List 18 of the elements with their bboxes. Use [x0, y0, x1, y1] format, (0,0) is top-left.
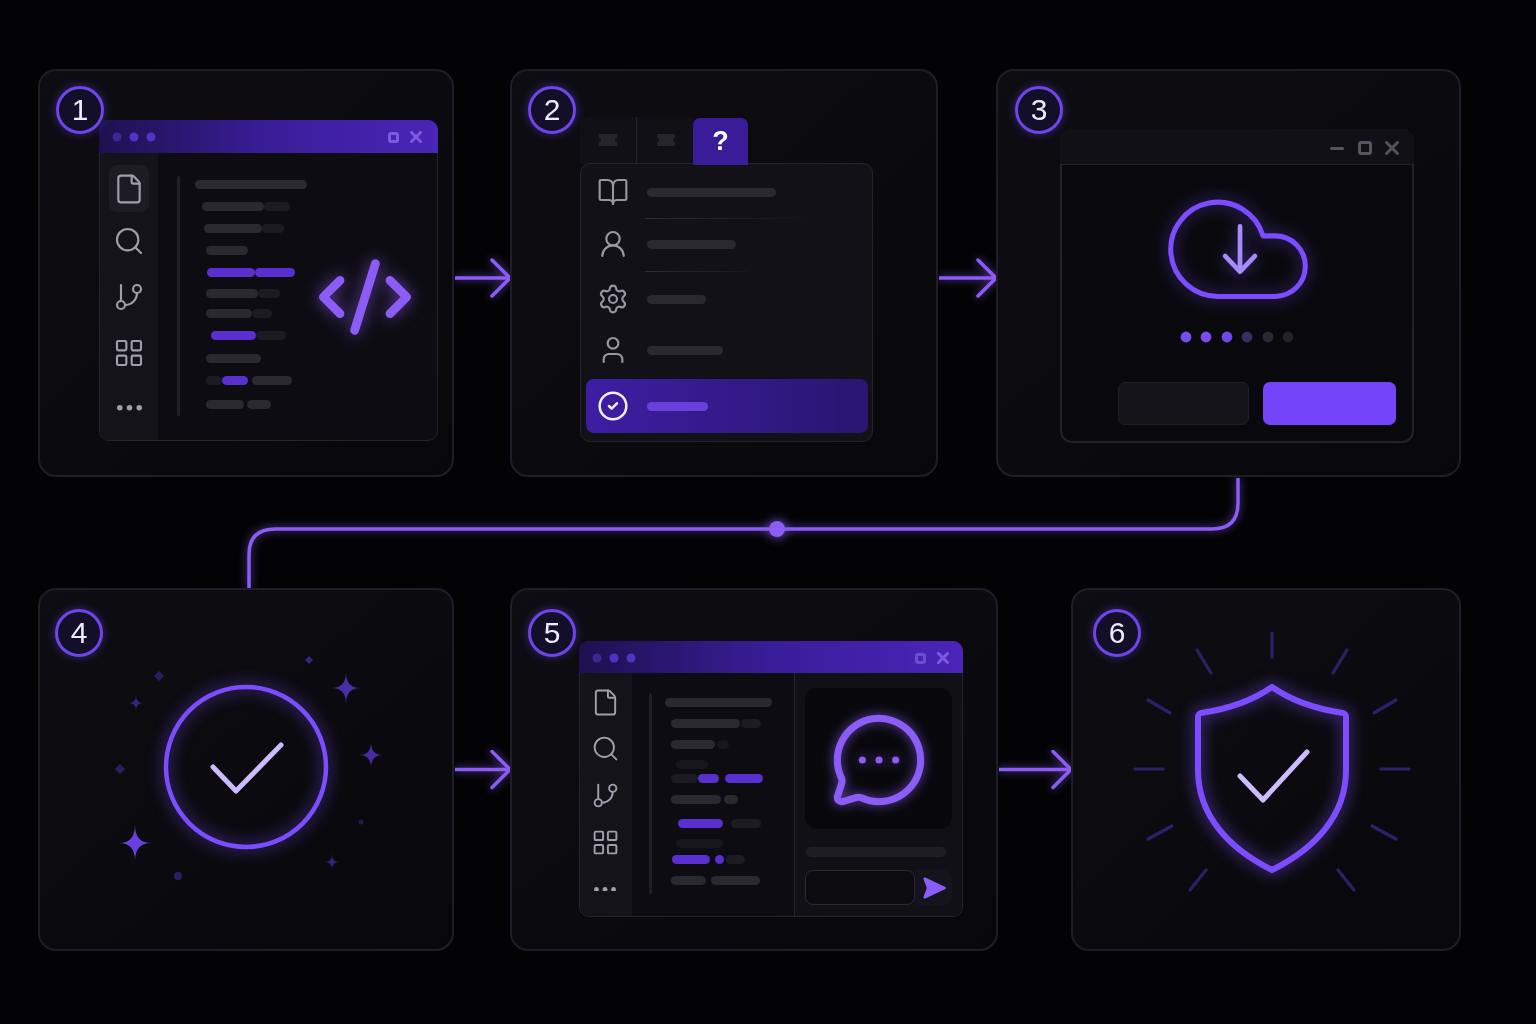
arrow — [939, 258, 998, 298]
help-tab: ? — [693, 118, 748, 165]
step-number-badge: 1 — [56, 86, 104, 134]
step-panel — [996, 69, 1461, 477]
step-number-badge: 5 — [528, 609, 576, 657]
arrow — [999, 749, 1073, 790]
connector-line — [247, 478, 1240, 588]
arrow — [455, 258, 512, 298]
step-number-badge: 6 — [1093, 609, 1141, 657]
arrow — [455, 749, 512, 790]
step-panel — [1071, 588, 1461, 951]
step-panel — [38, 588, 454, 951]
step-number-badge: 3 — [1015, 86, 1063, 134]
step-number-badge: 2 — [528, 86, 576, 134]
step-panel — [510, 588, 998, 951]
step-panel — [510, 69, 938, 477]
step-number-badge: 4 — [55, 609, 103, 657]
step-panel — [38, 69, 454, 477]
